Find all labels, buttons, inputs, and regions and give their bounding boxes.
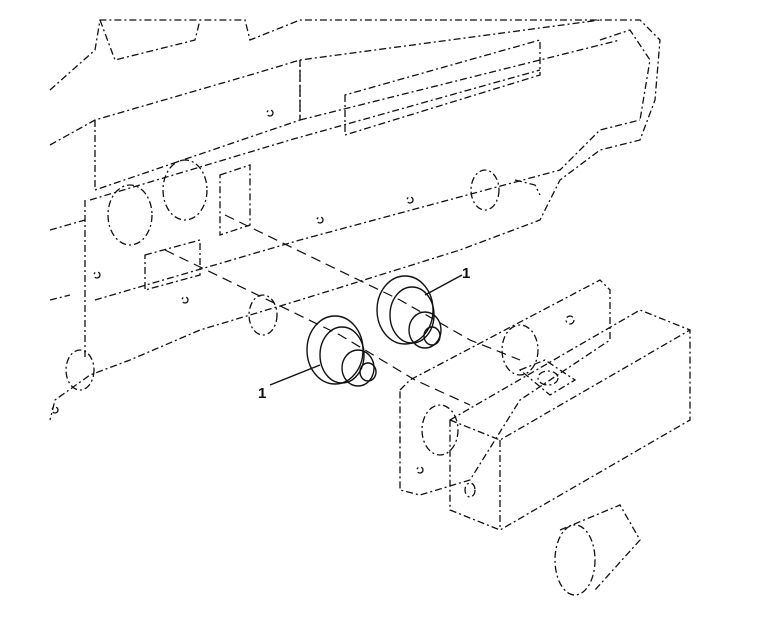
callout-label: 1 [258, 385, 266, 402]
engine-housing [49, 19, 661, 421]
callout-upper: 1 [424, 265, 470, 296]
thermostat-housing [399, 279, 691, 596]
callout-lower: 1 [258, 364, 321, 402]
thermostat-lower [306, 315, 377, 387]
thermostat-upper [376, 275, 442, 349]
callout-label: 1 [462, 265, 470, 282]
assembly-centerlines [164, 214, 521, 406]
